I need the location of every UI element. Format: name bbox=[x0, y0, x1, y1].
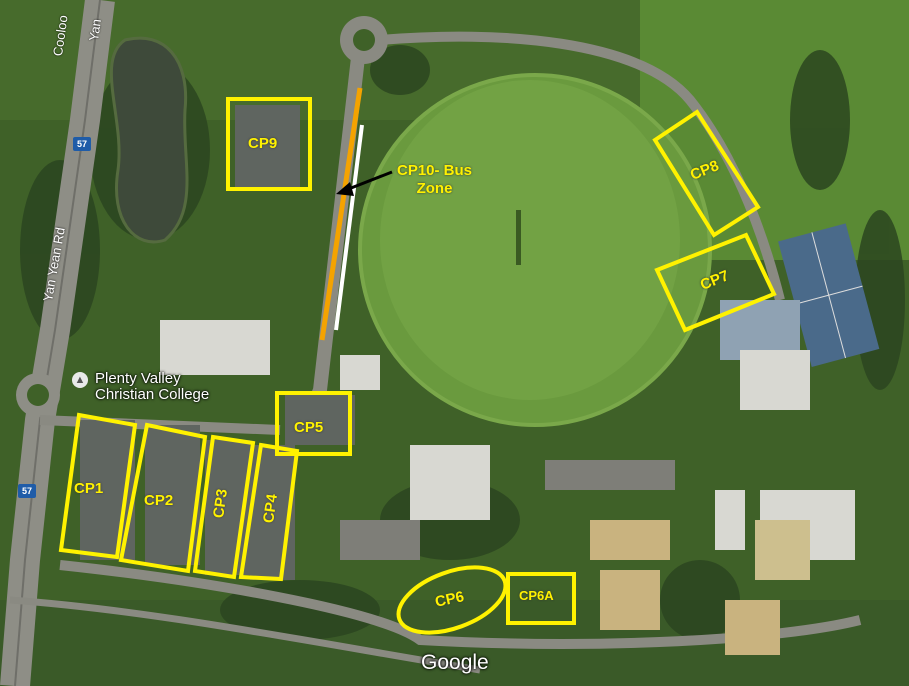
cp9-label: CP9 bbox=[248, 135, 278, 152]
yan-road-label: Yan bbox=[86, 18, 104, 43]
cp2-label: CP2 bbox=[144, 492, 174, 509]
bus-zone-line bbox=[319, 87, 363, 341]
cp6-outline[interactable] bbox=[390, 555, 514, 646]
cp5-outline[interactable] bbox=[275, 391, 352, 456]
cp8-outline[interactable] bbox=[652, 109, 761, 238]
buildings bbox=[160, 300, 855, 655]
poi-label[interactable]: Plenty Valley Christian College bbox=[95, 371, 209, 403]
google-attribution: Google bbox=[421, 651, 489, 674]
bus-zone-arrow bbox=[345, 170, 393, 192]
cp9-outline[interactable] bbox=[226, 97, 312, 191]
bus-zone-label: CP10- Bus Zone bbox=[397, 162, 472, 198]
pond bbox=[109, 36, 189, 244]
cp5-label: CP5 bbox=[294, 419, 324, 436]
cp4-outline[interactable] bbox=[238, 442, 300, 582]
bus-zone-line1: CP10- Bus bbox=[397, 162, 473, 179]
tennis-courts bbox=[778, 223, 880, 368]
cp3-outline[interactable] bbox=[192, 434, 256, 580]
poi-name-line2: Christian College bbox=[95, 386, 210, 403]
cp7-outline[interactable] bbox=[654, 232, 777, 333]
route-57-shield-north: 57 bbox=[73, 137, 91, 151]
cp1-label: CP1 bbox=[74, 480, 104, 497]
cp6a-label: CP6A bbox=[519, 588, 554, 603]
school-pin-icon[interactable]: ▲ bbox=[72, 372, 88, 388]
cp6a-outline[interactable] bbox=[506, 572, 576, 625]
bus-zone-line2: Zone bbox=[416, 180, 453, 197]
route-57-shield-south: 57 bbox=[18, 484, 36, 498]
car-park-outlines bbox=[58, 97, 777, 646]
cp2-outline[interactable] bbox=[118, 422, 208, 574]
cp1-outline[interactable] bbox=[58, 412, 138, 560]
poi-name-line1: Plenty Valley bbox=[95, 370, 181, 387]
cricket-pitch bbox=[516, 210, 521, 265]
